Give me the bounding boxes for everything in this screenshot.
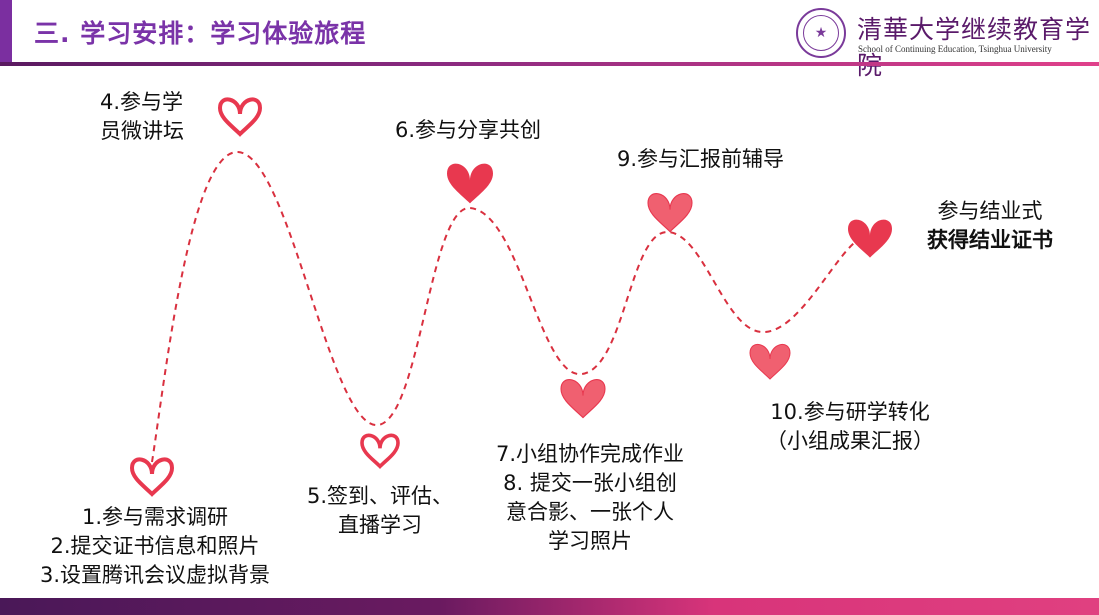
step-5-line: 5.签到、评估、 [306, 484, 454, 508]
header-divider [0, 62, 1099, 66]
step-8-line: 学习照片 [548, 529, 632, 553]
heart-icon [360, 433, 400, 469]
step-10-line: （小组成果汇报） [766, 429, 934, 453]
final-line: 参与结业式 [937, 199, 1043, 223]
tsinghua-seal-logo: ★ [796, 8, 846, 58]
logo-english-name: School of Continuing Education, Tsinghua… [858, 44, 1052, 54]
heart-icon [749, 344, 791, 380]
step-5-label: 5.签到、评估、 直播学习 [295, 482, 465, 540]
step-4-label: 4.参与学 员微讲坛 [100, 88, 184, 146]
page-title: 三. 学习安排：学习体验旅程 [34, 19, 367, 48]
step-8-line: 8. 提交一张小组创 [503, 471, 677, 495]
step-5-line: 直播学习 [338, 513, 422, 537]
heart-icon [129, 457, 175, 497]
heart-icon [217, 97, 263, 137]
heart-icon [647, 193, 693, 233]
step-10-label: 10.参与研学转化 （小组成果汇报） [755, 398, 945, 456]
final-line-bold: 获得结业证书 [927, 228, 1053, 252]
step-4-line: 4.参与学 [100, 90, 184, 114]
step-6-label: 6.参与分享共创 [395, 118, 542, 142]
footer-bar [0, 598, 1099, 615]
step-10-line: 10.参与研学转化 [770, 400, 930, 424]
step-2: 2.提交证书信息和照片 [50, 534, 260, 558]
step-1-3-label: 1.参与需求调研 2.提交证书信息和照片 3.设置腾讯会议虚拟背景 [20, 503, 290, 590]
step-7-8-label: 7.小组协作完成作业 8. 提交一张小组创 意合影、一张个人 学习照片 [475, 440, 705, 556]
step-3: 3.设置腾讯会议虚拟背景 [39, 563, 271, 587]
heart-icon [560, 379, 606, 419]
heart-icon [848, 219, 892, 258]
step-4-line: 员微讲坛 [100, 119, 184, 143]
header-accent-bar [0, 0, 12, 62]
step-7: 7.小组协作完成作业 [495, 442, 685, 466]
final-step-label: 参与结业式 获得结业证书 [910, 197, 1070, 255]
heart-icon [447, 163, 493, 204]
step-8-line: 意合影、一张个人 [506, 500, 674, 524]
step-9-label: 9.参与汇报前辅导 [617, 147, 785, 171]
step-1: 1.参与需求调研 [81, 505, 229, 529]
